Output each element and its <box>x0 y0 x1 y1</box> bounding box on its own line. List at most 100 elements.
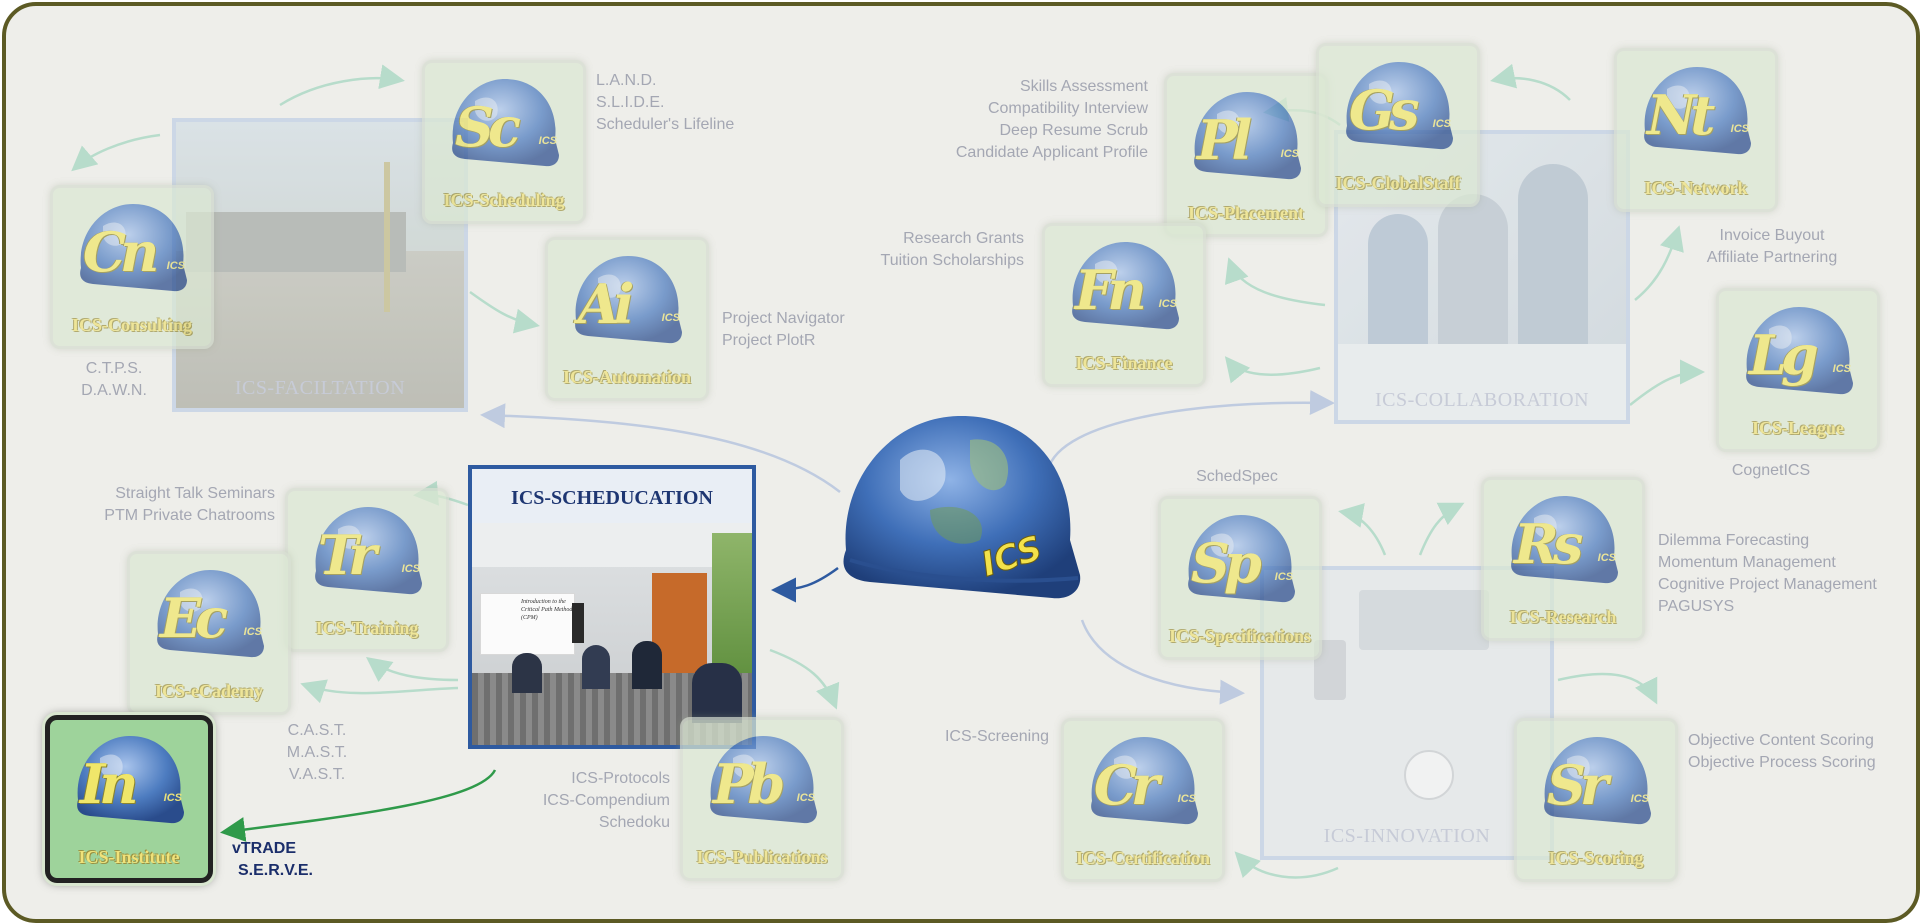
label-line: vTRADE <box>232 840 297 857</box>
panel-facilitation-title: ICS-FACILTATION <box>234 377 406 399</box>
tile-name: ICS-Training <box>315 618 419 638</box>
arrow-inn-to-scoring <box>1557 672 1658 705</box>
hardhat-globe-icon <box>1091 737 1198 825</box>
label-line: S.E.R.V.E. <box>238 862 313 879</box>
central-hardhat-globe-icon: ICS <box>843 415 1081 599</box>
tile-name: ICS-GlobalStaff <box>1335 173 1461 193</box>
label-line: Project PlotR <box>722 332 816 349</box>
projection-slide: Introduction to the Critical Path Method… <box>480 593 575 655</box>
arrow-hat-to-collaboration <box>1046 390 1335 471</box>
tile-monogram: Cn <box>83 220 159 284</box>
tile-monogram: Pb <box>713 752 785 816</box>
label-line: Skills Assessment <box>1019 78 1148 95</box>
label-line: Invoice Buyout <box>1719 227 1825 244</box>
hardhat-globe-icon <box>157 570 264 658</box>
arrow-col-to-finance1 <box>1224 257 1326 307</box>
hardhat-globe-icon <box>315 507 422 595</box>
panel-scheducation-title: ICS-SCHEDUCATION <box>511 487 713 509</box>
panel-innovation-title: ICS-INNOVATION <box>1323 825 1491 847</box>
tile-monogram: Nt <box>1647 83 1715 147</box>
tile-name: ICS-Certification <box>1076 848 1210 868</box>
labels-consulting: C.T.P.S. D.A.W.N. <box>81 358 147 402</box>
label-line: ICS-Screening <box>944 728 1049 745</box>
hardhat-globe-icon <box>1346 62 1453 150</box>
tile-monogram: Sr <box>1547 753 1609 817</box>
label-line: Project Navigator <box>722 310 845 327</box>
tile-badge: ICS <box>1280 148 1299 160</box>
tile-badge: ICS <box>1177 793 1196 805</box>
tile-badge: ICS <box>1730 123 1749 135</box>
arrow-inn-to-research <box>1418 502 1465 556</box>
tile-badge: ICS <box>1597 552 1616 564</box>
arrow-hat-to-innovation <box>1080 619 1245 705</box>
hardhat-globe-icon <box>452 79 559 167</box>
label-line: M.A.S.T. <box>286 744 348 761</box>
panel-collaboration-title: ICS-COLLABORATION <box>1374 389 1590 411</box>
hardhat-globe-icon <box>1194 92 1301 180</box>
tile-badge: ICS <box>1630 793 1649 805</box>
tile-name: ICS-Network <box>1644 178 1748 198</box>
label-line: Tuition Scholarships <box>880 252 1024 269</box>
labels-league: CognetICS <box>1732 460 1810 482</box>
label-line: Deep Resume Scrub <box>999 122 1148 139</box>
hardhat-globe-icon <box>77 736 184 824</box>
arrow-fac-to-scheduling <box>279 64 405 107</box>
tile-badge: ICS <box>243 626 262 638</box>
tile-badge: ICS <box>401 563 420 575</box>
arrow-col-to-network2 <box>1634 225 1684 301</box>
label-line: PAGUSYS <box>1658 598 1735 615</box>
label-line: Straight Talk Seminars <box>115 485 275 502</box>
tile-monogram: Fn <box>1075 258 1147 322</box>
label-line: CognetICS <box>1731 462 1811 479</box>
tile-name: ICS-eCademy <box>155 681 263 701</box>
label-line: Schedoku <box>598 814 670 831</box>
tile-monogram: Pl <box>1197 108 1252 172</box>
labels-certification: ICS-Screening <box>945 726 1049 748</box>
hardhat-globe-icon <box>1746 307 1853 395</box>
hardhat-globe-icon <box>1644 67 1751 155</box>
arrow-fac-to-consulting <box>71 133 161 172</box>
labels-specifications: SchedSpec <box>1196 466 1278 488</box>
tile-monogram: Lg <box>1749 323 1819 387</box>
label-line: D.A.W.N. <box>81 382 147 399</box>
hardhat-globe-icon <box>1188 515 1295 603</box>
label-line: Research Grants <box>903 230 1024 247</box>
tile-monogram: Gs <box>1349 78 1419 142</box>
arrow-to-institute <box>220 769 497 842</box>
hardhat-globe-icon <box>710 736 817 824</box>
tile-monogram: Tr <box>318 523 377 587</box>
label-line: Objective Content Scoring <box>1688 732 1874 749</box>
label-line: SchedSpec <box>1196 468 1278 485</box>
tile-name: ICS-Specifications <box>1168 626 1311 646</box>
arrow-col-to-finance2 <box>1224 356 1321 384</box>
tile-badge: ICS <box>1158 298 1177 310</box>
label-line: C.T.P.S. <box>85 360 143 377</box>
hardhat-globe-icon <box>575 256 682 344</box>
hardhat-globe-icon <box>1511 496 1618 584</box>
arrow-hat-to-scheducation <box>771 566 839 603</box>
tile-monogram: Cr <box>1094 753 1159 817</box>
labels-ecademy: C.A.S.T.M.A.S.T.V.A.S.T. <box>287 720 347 786</box>
arrow-sch-to-ecademy <box>300 679 459 704</box>
